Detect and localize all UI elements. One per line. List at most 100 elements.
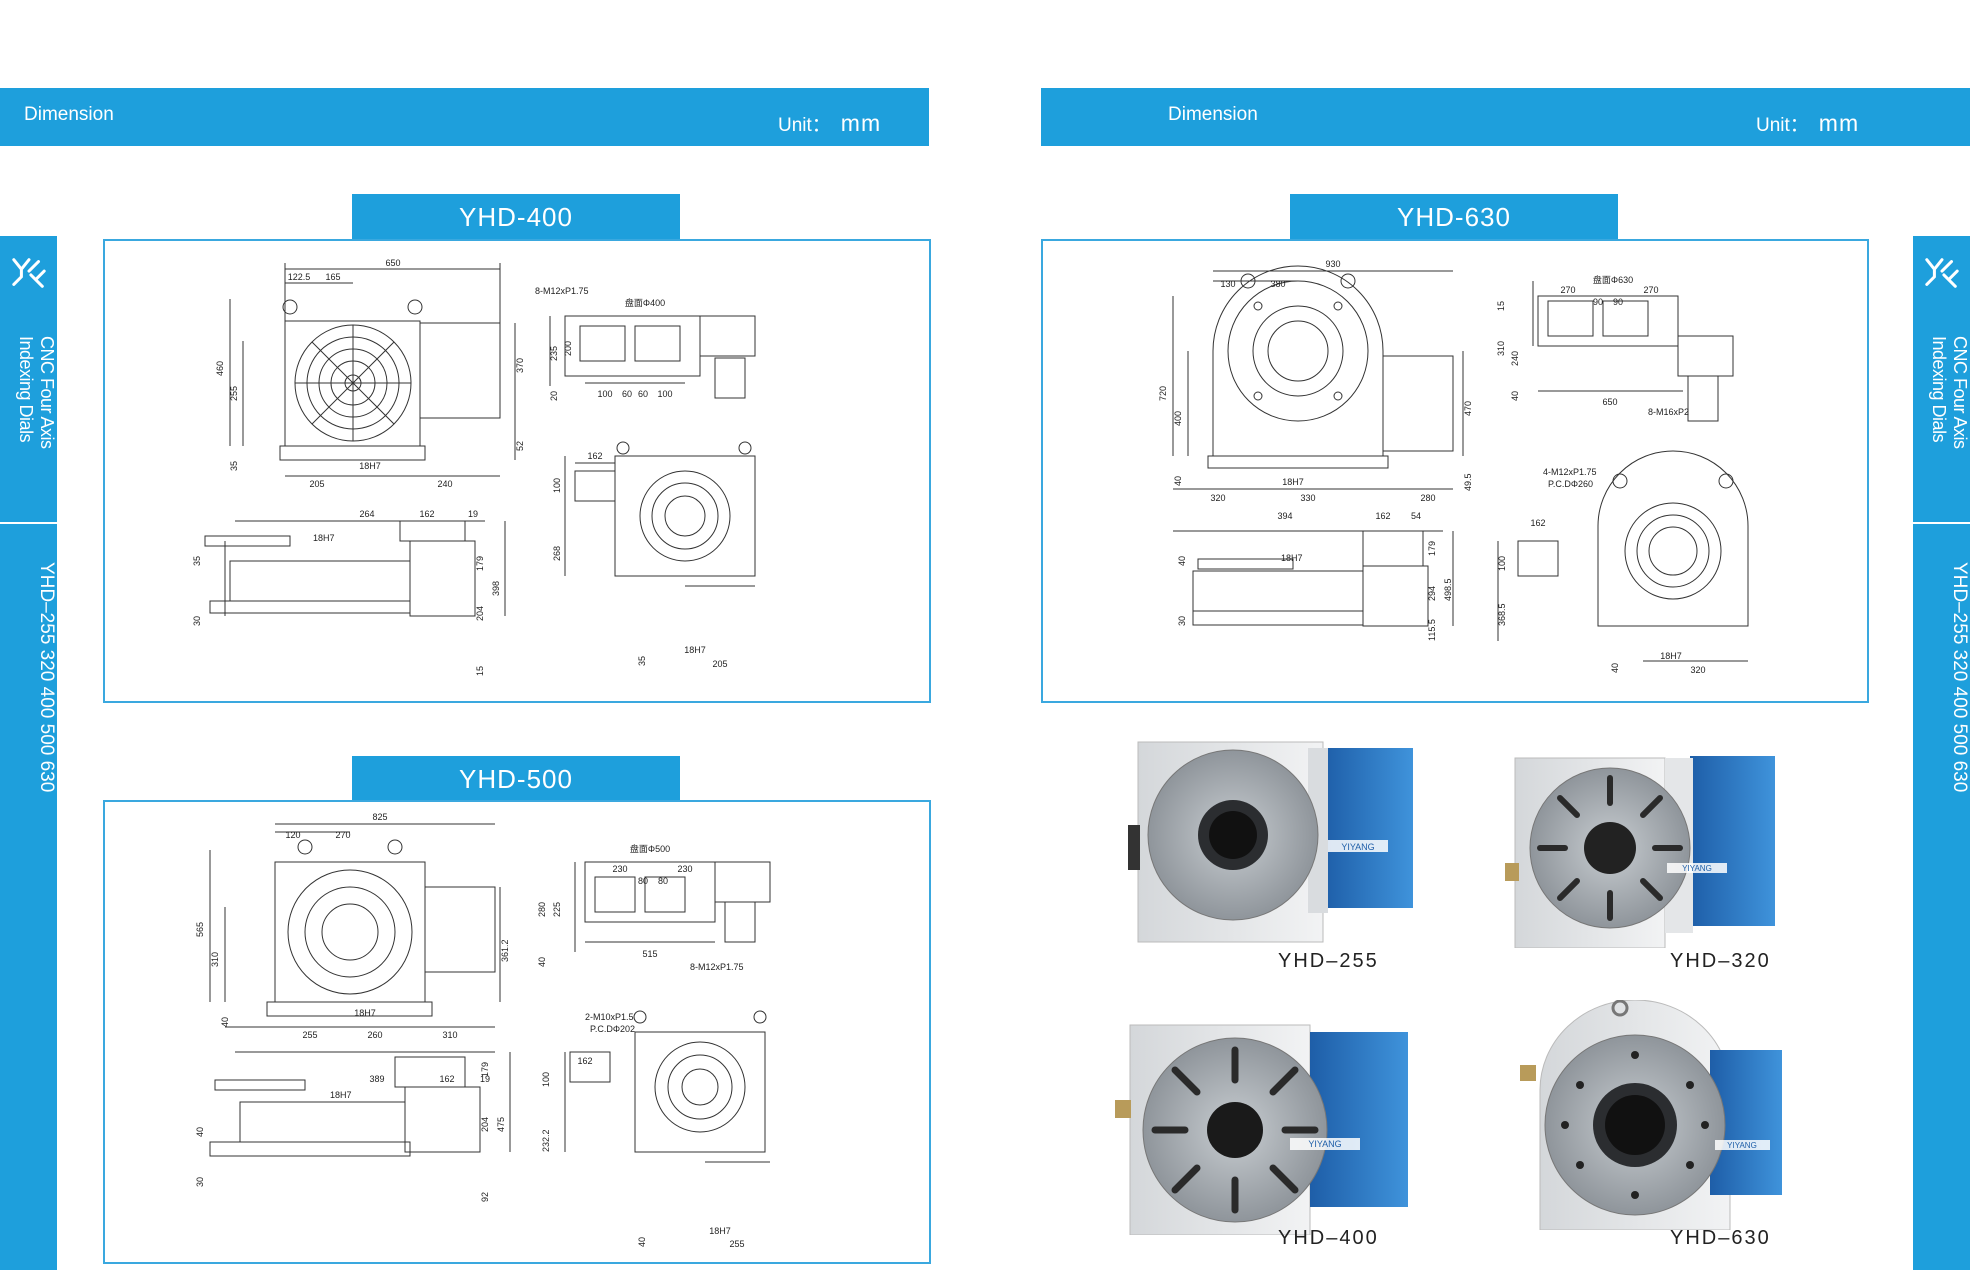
dim-text: 162 [587,451,602,461]
dim-text: 270 [1560,285,1575,295]
dim-text: 40 [1177,556,1187,566]
dim-text: 盘面Φ500 [630,843,670,854]
dim-text: 35 [192,556,202,566]
drawing-frame-yhd400: 650 122.5 165 460 255 35 370 52 205 18H7… [103,239,931,703]
product-photo-yhd255: YIYANG [1128,730,1413,945]
side-tab-left: CNC Four Axis Indexing Dials YHD–255 320… [0,236,57,1270]
dim-text: P.C.DΦ202 [590,1024,635,1034]
dim-text: 115.5 [1427,619,1437,641]
photo-caption: YHD–630 [1670,1227,1771,1249]
dim-text: 40 [1173,476,1183,486]
dim-text: 162 [1375,511,1390,521]
dim-text: 盘面Φ400 [625,297,665,308]
unit-label-text: Unit： [778,115,831,136]
header-title: Dimension [24,104,114,125]
product-line-label: CNC Four Axis Indexing Dials [1929,336,1970,449]
dim-text: 370 [515,358,525,373]
dim-text: 255 [729,1239,744,1249]
dim-text: 165 [325,272,340,282]
dim-text: 179 [480,1062,490,1077]
dim-text: P.C.DΦ260 [1548,479,1593,489]
dim-text: 162 [419,509,434,519]
dim-text: 240 [1510,351,1520,366]
dim-text: 270 [1643,285,1658,295]
dim-text: 18H7 [1660,651,1682,661]
dim-text: 8-M12xP1.75 [690,962,744,972]
dim-text: 394 [1277,511,1292,521]
dim-text: 320 [1690,665,1705,675]
model-tab-yhd400: YHD-400 [352,194,680,240]
unit-value: mm [1818,110,1860,136]
dim-text: 19 [468,509,478,519]
dim-text: 2-M10xP1.5 [585,1012,634,1022]
dim-text: 280 [1420,493,1435,503]
product-photo-yhd400: YIYANG [1115,1020,1415,1235]
product-line-label: CNC Four Axis Indexing Dials [16,336,57,449]
model-list-label: YHD–255 320 400 500 630 [1949,562,1970,793]
dim-text: 18H7 [1281,553,1303,563]
dim-text: 40 [195,1127,205,1137]
dim-text: 30 [1177,616,1187,626]
dim-text: 380 [1270,279,1285,289]
side-tab-right: CNC Four Axis Indexing Dials YHD–255 320… [1913,236,1970,1270]
brand-label: YIYANG [1727,1141,1757,1150]
dim-text: 204 [480,1117,490,1132]
dim-text: 825 [372,812,387,822]
dim-text: 90 [1613,297,1623,307]
rotary-table-image: YIYANG [1505,756,1775,948]
unit-label: Unit：mm [1756,110,1859,137]
side-tab-top: CNC Four Axis Indexing Dials [0,236,57,524]
dim-text: 400 [1173,411,1183,426]
dim-text: 盘面Φ630 [1593,274,1633,285]
dim-text: 389 [369,1074,384,1084]
dim-text: 100 [541,1072,551,1087]
rotary-table-image: YIYANG [1128,730,1413,945]
dim-text: 225 [552,902,562,917]
dim-text: 565 [195,922,205,937]
dim-text: 18H7 [354,1008,376,1018]
dim-text: 100 [657,389,672,399]
dim-text: 90 [1593,297,1603,307]
dim-text: 179 [475,556,485,571]
dim-text: 19 [480,1074,490,1084]
photo-caption: YHD–255 [1278,950,1379,972]
dim-text: 162 [439,1074,454,1084]
logo-icon [1923,254,1961,292]
dim-text: 130 [1220,279,1235,289]
rotary-table-image: YIYANG [1520,1000,1782,1230]
dim-text: 268 [552,546,562,561]
dim-text: 179 [1427,541,1437,556]
dim-text: 18H7 [684,645,706,655]
dim-text: 92 [480,1192,490,1202]
dim-text: 205 [712,659,727,669]
model-tab-yhd630: YHD-630 [1290,194,1618,240]
side-tab-top: CNC Four Axis Indexing Dials [1913,236,1970,524]
product-photo-yhd630: YIYANG [1520,1000,1785,1230]
dim-text: 122.5 [288,272,311,282]
dim-text: 30 [195,1177,205,1187]
technical-drawing-yhd400: 650 122.5 165 460 255 35 370 52 205 18H7… [192,258,929,676]
dim-text: 18H7 [359,461,381,471]
dim-text: 162 [1530,518,1545,528]
unit-label: Unit：mm [778,110,881,137]
dim-text: 80 [638,876,648,886]
dim-text: 40 [637,1237,647,1247]
dim-text: 40 [1510,391,1520,401]
dim-text: 232.2 [541,1129,551,1152]
dim-text: 40 [1610,663,1620,673]
dim-text: 100 [597,389,612,399]
dim-text: 310 [1496,341,1506,356]
dim-text: 361.2 [500,939,510,962]
model-tab-yhd500: YHD-500 [352,756,680,802]
dim-text: 650 [385,258,400,268]
dim-text: 40 [220,1017,230,1027]
brand-label: YIYANG [1682,864,1712,873]
dim-text: 8-M12xP1.75 [535,286,589,296]
header-bar-right: Dimension Unit：mm [1041,88,1970,146]
dim-text: 200 [563,341,573,356]
dim-text: 235 [549,346,559,361]
dim-text: 204 [475,606,485,621]
dim-text: 515 [642,949,657,959]
dim-text: 15 [475,666,485,676]
dim-text: 49.5 [1463,473,1473,491]
